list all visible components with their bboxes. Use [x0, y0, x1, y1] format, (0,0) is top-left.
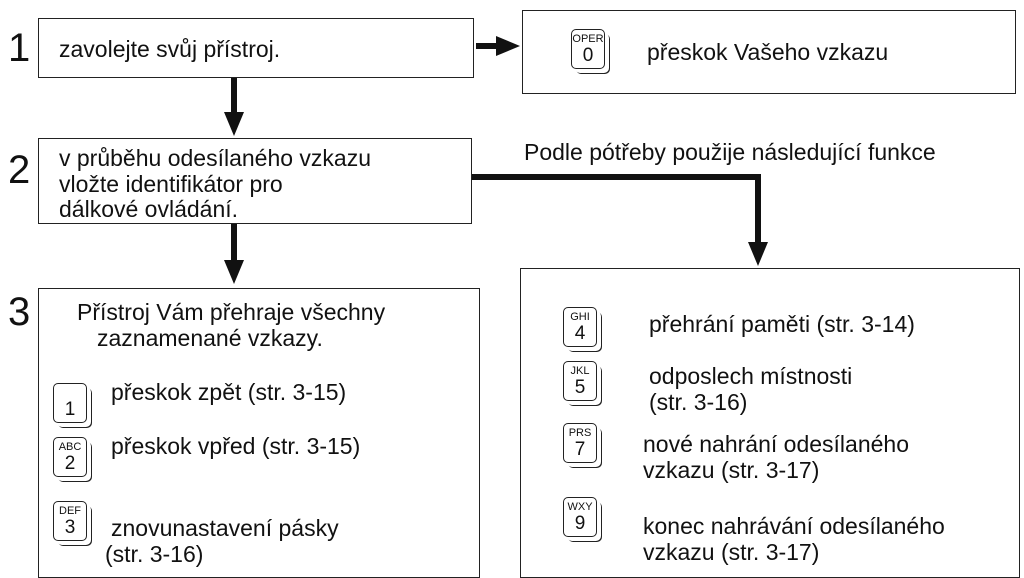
arrowhead-2-options — [748, 242, 768, 266]
key-digit: 2 — [64, 453, 76, 474]
key-digit: 3 — [64, 517, 76, 538]
key-4-label: přehrání paměti (str. 3-14) — [649, 311, 915, 337]
step-3-line-2: zaznamenané vzkazy. — [97, 325, 323, 351]
key-digit: 5 — [574, 377, 586, 398]
key-4: GHI 4 — [563, 307, 597, 347]
step-2-line-2: vložte identifikátor pro — [59, 171, 283, 197]
key-digit: 7 — [574, 439, 586, 460]
key-digit: 0 — [582, 45, 594, 66]
key-3: DEF 3 — [53, 501, 87, 541]
key-letters: ABC — [58, 441, 82, 453]
key-7-label-line-1: nové nahrání odesílaného — [643, 431, 909, 457]
optional-functions-heading: Podle pótřeby použije následující funkce — [524, 139, 936, 165]
key-9: WXY 9 — [563, 497, 597, 537]
key-1-label: přeskok zpět (str. 3-15) — [111, 379, 347, 405]
step-2-line-3: dálkové ovládání. — [59, 196, 239, 222]
step-2-line-1: v průběhu odesílaného vzkazu — [59, 145, 371, 171]
key-letters: WXY — [567, 501, 593, 513]
step-1-text: zavolejte svůj přístroj. — [59, 36, 281, 62]
key-letters: OPER — [572, 33, 604, 45]
key-5-label-line-1: odposlech místnosti — [649, 363, 853, 389]
step-3-line-1: Přístroj Vám přehraje všechny — [77, 299, 386, 325]
key-5-label-line-2: (str. 3-16) — [649, 389, 748, 415]
step-number-1: 1 — [8, 26, 31, 70]
key-9-label-line-2: vzkazu (str. 3-17) — [643, 539, 820, 565]
key-7-label-line-2: vzkazu (str. 3-17) — [643, 457, 820, 483]
key-digit: 1 — [64, 399, 76, 420]
key-1: 1 — [53, 383, 87, 423]
key-5: JKL 5 — [563, 361, 597, 401]
oper-text: přeskok Vašeho vzkazu — [647, 39, 889, 65]
key-digit: 4 — [574, 323, 586, 344]
key-letters: DEF — [59, 505, 81, 517]
oper-box: OPER 0 přeskok Vašeho vzkazu — [522, 10, 1016, 94]
arrowhead-1-right — [496, 36, 520, 56]
step-number-3: 3 — [8, 290, 31, 334]
arrowhead-2-3 — [224, 260, 244, 284]
key-letters: JKL — [570, 365, 590, 377]
optional-functions-box: GHI 4 přehrání paměti (str. 3-14) JKL 5 … — [520, 268, 1020, 578]
step-1-box: zavolejte svůj přístroj. — [38, 18, 474, 78]
step-3-box: Přístroj Vám přehraje všechny zaznamenan… — [38, 288, 480, 578]
key-2: ABC 2 — [53, 437, 87, 477]
key-oper-0: OPER 0 — [571, 29, 605, 69]
key-7: PRS 7 — [563, 423, 597, 463]
key-digit: 9 — [574, 513, 586, 534]
connector-2-options — [472, 174, 761, 244]
key-3-label-line-2: (str. 3-16) — [105, 541, 204, 567]
step-2-box: v průběhu odesílaného vzkazu vložte iden… — [38, 138, 472, 224]
key-3-label-line-1: znovunastavení pásky — [111, 515, 339, 541]
key-letters: PRS — [568, 427, 592, 439]
arrowhead-1-2 — [224, 112, 244, 136]
key-letters: GHI — [570, 311, 590, 323]
step-number-2: 2 — [8, 148, 31, 192]
key-2-label: přeskok vpřed (str. 3-15) — [111, 433, 361, 459]
flow-arrows — [224, 36, 768, 284]
key-9-label-line-1: konec nahrávání odesílaného — [643, 513, 945, 539]
